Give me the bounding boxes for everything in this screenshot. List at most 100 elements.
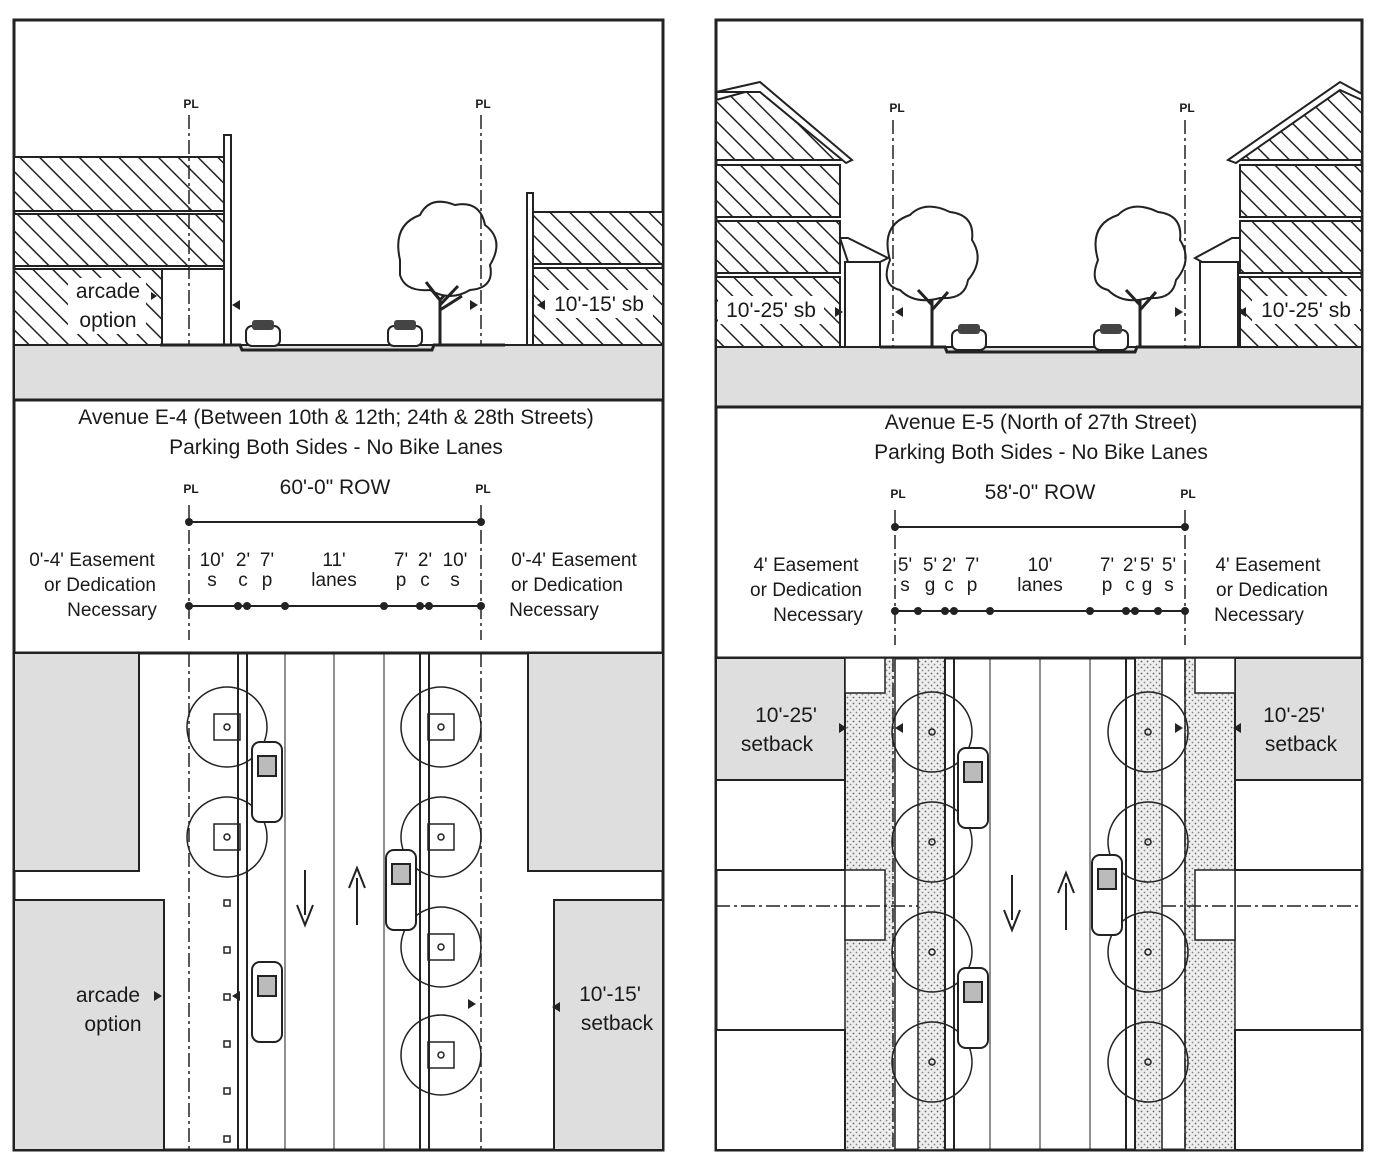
lane-width: 2' <box>942 555 956 576</box>
easement-left: 0'-4' Easement <box>29 550 155 571</box>
dimension-tick <box>185 602 193 610</box>
lane-code: lanes <box>311 570 356 591</box>
dimension-tick <box>234 602 242 610</box>
lane-code: c <box>944 575 954 596</box>
lane-code: c <box>238 570 248 591</box>
pl-label: PL <box>1179 101 1194 115</box>
car <box>951 324 987 351</box>
plan-left-label: option <box>84 1013 141 1036</box>
panel-e4: PL PL arcade option 10'-15' sb Avenue E-… <box>12 18 665 1152</box>
plan-right-label: setback <box>581 1012 654 1035</box>
dimension-tick <box>1131 607 1139 615</box>
row-width: 58'-0" ROW <box>985 481 1096 504</box>
section-title: Avenue E-5 (North of 27th Street) <box>885 411 1197 434</box>
pl-label: PL <box>183 97 198 111</box>
dimension-tick <box>1181 607 1189 615</box>
panel-e5: PL PL 10'-25' sb 10'-25' sb Avenue E-5 (… <box>714 18 1364 1152</box>
easement-right: or Dedication <box>511 575 623 596</box>
lane-code: s <box>450 570 460 591</box>
parked-cars <box>251 741 417 1043</box>
dimension-tick <box>941 607 949 615</box>
car <box>245 320 281 347</box>
plan-left-label: arcade <box>76 984 140 1007</box>
easement-right: Necessary <box>509 600 599 621</box>
lane-width: 11' <box>322 550 345 571</box>
easement-left: or Dedication <box>44 575 156 596</box>
car <box>1093 324 1129 351</box>
dimension-tick <box>380 602 388 610</box>
pl-label: PL <box>890 487 905 501</box>
lane-width: 7' <box>260 550 274 571</box>
tree <box>397 200 498 345</box>
section-left-label: 10'-25' sb <box>726 299 816 322</box>
lane-code: s <box>1164 575 1174 596</box>
dimension-tick <box>986 607 994 615</box>
easement-right: Necessary <box>1214 605 1304 626</box>
dimension-tick <box>1086 607 1094 615</box>
row-width: 60'-0" ROW <box>280 476 391 499</box>
parked-cars <box>957 747 1123 1049</box>
plan-right-label: 10'-15' <box>579 983 641 1006</box>
lane-width: 2' <box>1123 555 1137 576</box>
easement-left: Necessary <box>67 600 157 621</box>
lane-code: s <box>900 575 910 596</box>
section-right-label: 10'-25' sb <box>1261 299 1351 322</box>
lane-code: g <box>925 575 936 596</box>
lane-code: c <box>1125 575 1135 596</box>
lane-width: 5' <box>923 555 937 576</box>
section-title: Avenue E-4 (Between 10th & 12th; 24th & … <box>78 406 594 429</box>
lane-code: p <box>1102 575 1113 596</box>
row-dimension: PL PL 58'-0" ROW 5's5'g2'c7'p10'lanes7'p… <box>890 481 1196 645</box>
lane-code: g <box>1142 575 1153 596</box>
section-left-label: arcade <box>76 280 140 303</box>
section-left-label: option <box>79 309 136 332</box>
dimension-tick <box>950 607 958 615</box>
dimension-tick <box>477 602 485 610</box>
dimension-tick <box>416 602 424 610</box>
dimension-tick <box>914 607 922 615</box>
easement-left: Necessary <box>773 605 863 626</box>
plan-right-label: 10'-25' <box>1263 704 1325 727</box>
lane-width: 5' <box>1162 555 1176 576</box>
section-right-label: 10'-15' sb <box>554 293 644 316</box>
easement-left: or Dedication <box>750 580 862 601</box>
pl-label: PL <box>475 482 490 496</box>
lane-code: p <box>396 570 407 591</box>
section-subtitle: Parking Both Sides - No Bike Lanes <box>874 441 1208 464</box>
section-subtitle: Parking Both Sides - No Bike Lanes <box>169 436 503 459</box>
lane-width: 10' <box>1028 555 1053 576</box>
pl-label: PL <box>475 97 490 111</box>
pl-label: PL <box>889 101 904 115</box>
plan-right-label: setback <box>1265 733 1338 756</box>
lane-code: lanes <box>1017 575 1062 596</box>
lane-width: 7' <box>1100 555 1114 576</box>
row-dimension: PL PL 60'-0" ROW 10's2'c7'p11'lanes7'p2'… <box>183 476 491 640</box>
lane-width: 7' <box>394 550 408 571</box>
plan-left-label: 10'-25' <box>755 704 817 727</box>
lane-code: p <box>262 570 273 591</box>
lane-width: 2' <box>418 550 432 571</box>
lane-code: c <box>420 570 430 591</box>
pl-label: PL <box>183 482 198 496</box>
dimension-tick <box>1122 607 1130 615</box>
easement-left: 4' Easement <box>753 555 859 576</box>
section-elevation: PL PL 10'-25' sb 10'-25' sb <box>715 80 1363 408</box>
lane-code: p <box>967 575 978 596</box>
pl-label: PL <box>1180 487 1195 501</box>
plan-view: arcade option 10'-15' setback <box>13 652 664 1151</box>
lane-code: s <box>207 570 217 591</box>
lane-width: 10' <box>200 550 225 571</box>
plan-view: 10'-25' setback 10'-25' setback <box>715 657 1363 1151</box>
lane-width: 5' <box>1140 555 1154 576</box>
easement-right: 4' Easement <box>1215 555 1321 576</box>
dimension-tick <box>281 602 289 610</box>
tree <box>1093 205 1187 347</box>
lane-width: 10' <box>443 550 468 571</box>
dimension-tick <box>425 602 433 610</box>
car <box>387 320 423 347</box>
dimension-tick <box>243 602 251 610</box>
plan-left-label: setback <box>741 733 814 756</box>
dimension-tick <box>1154 607 1162 615</box>
tree <box>885 205 979 347</box>
